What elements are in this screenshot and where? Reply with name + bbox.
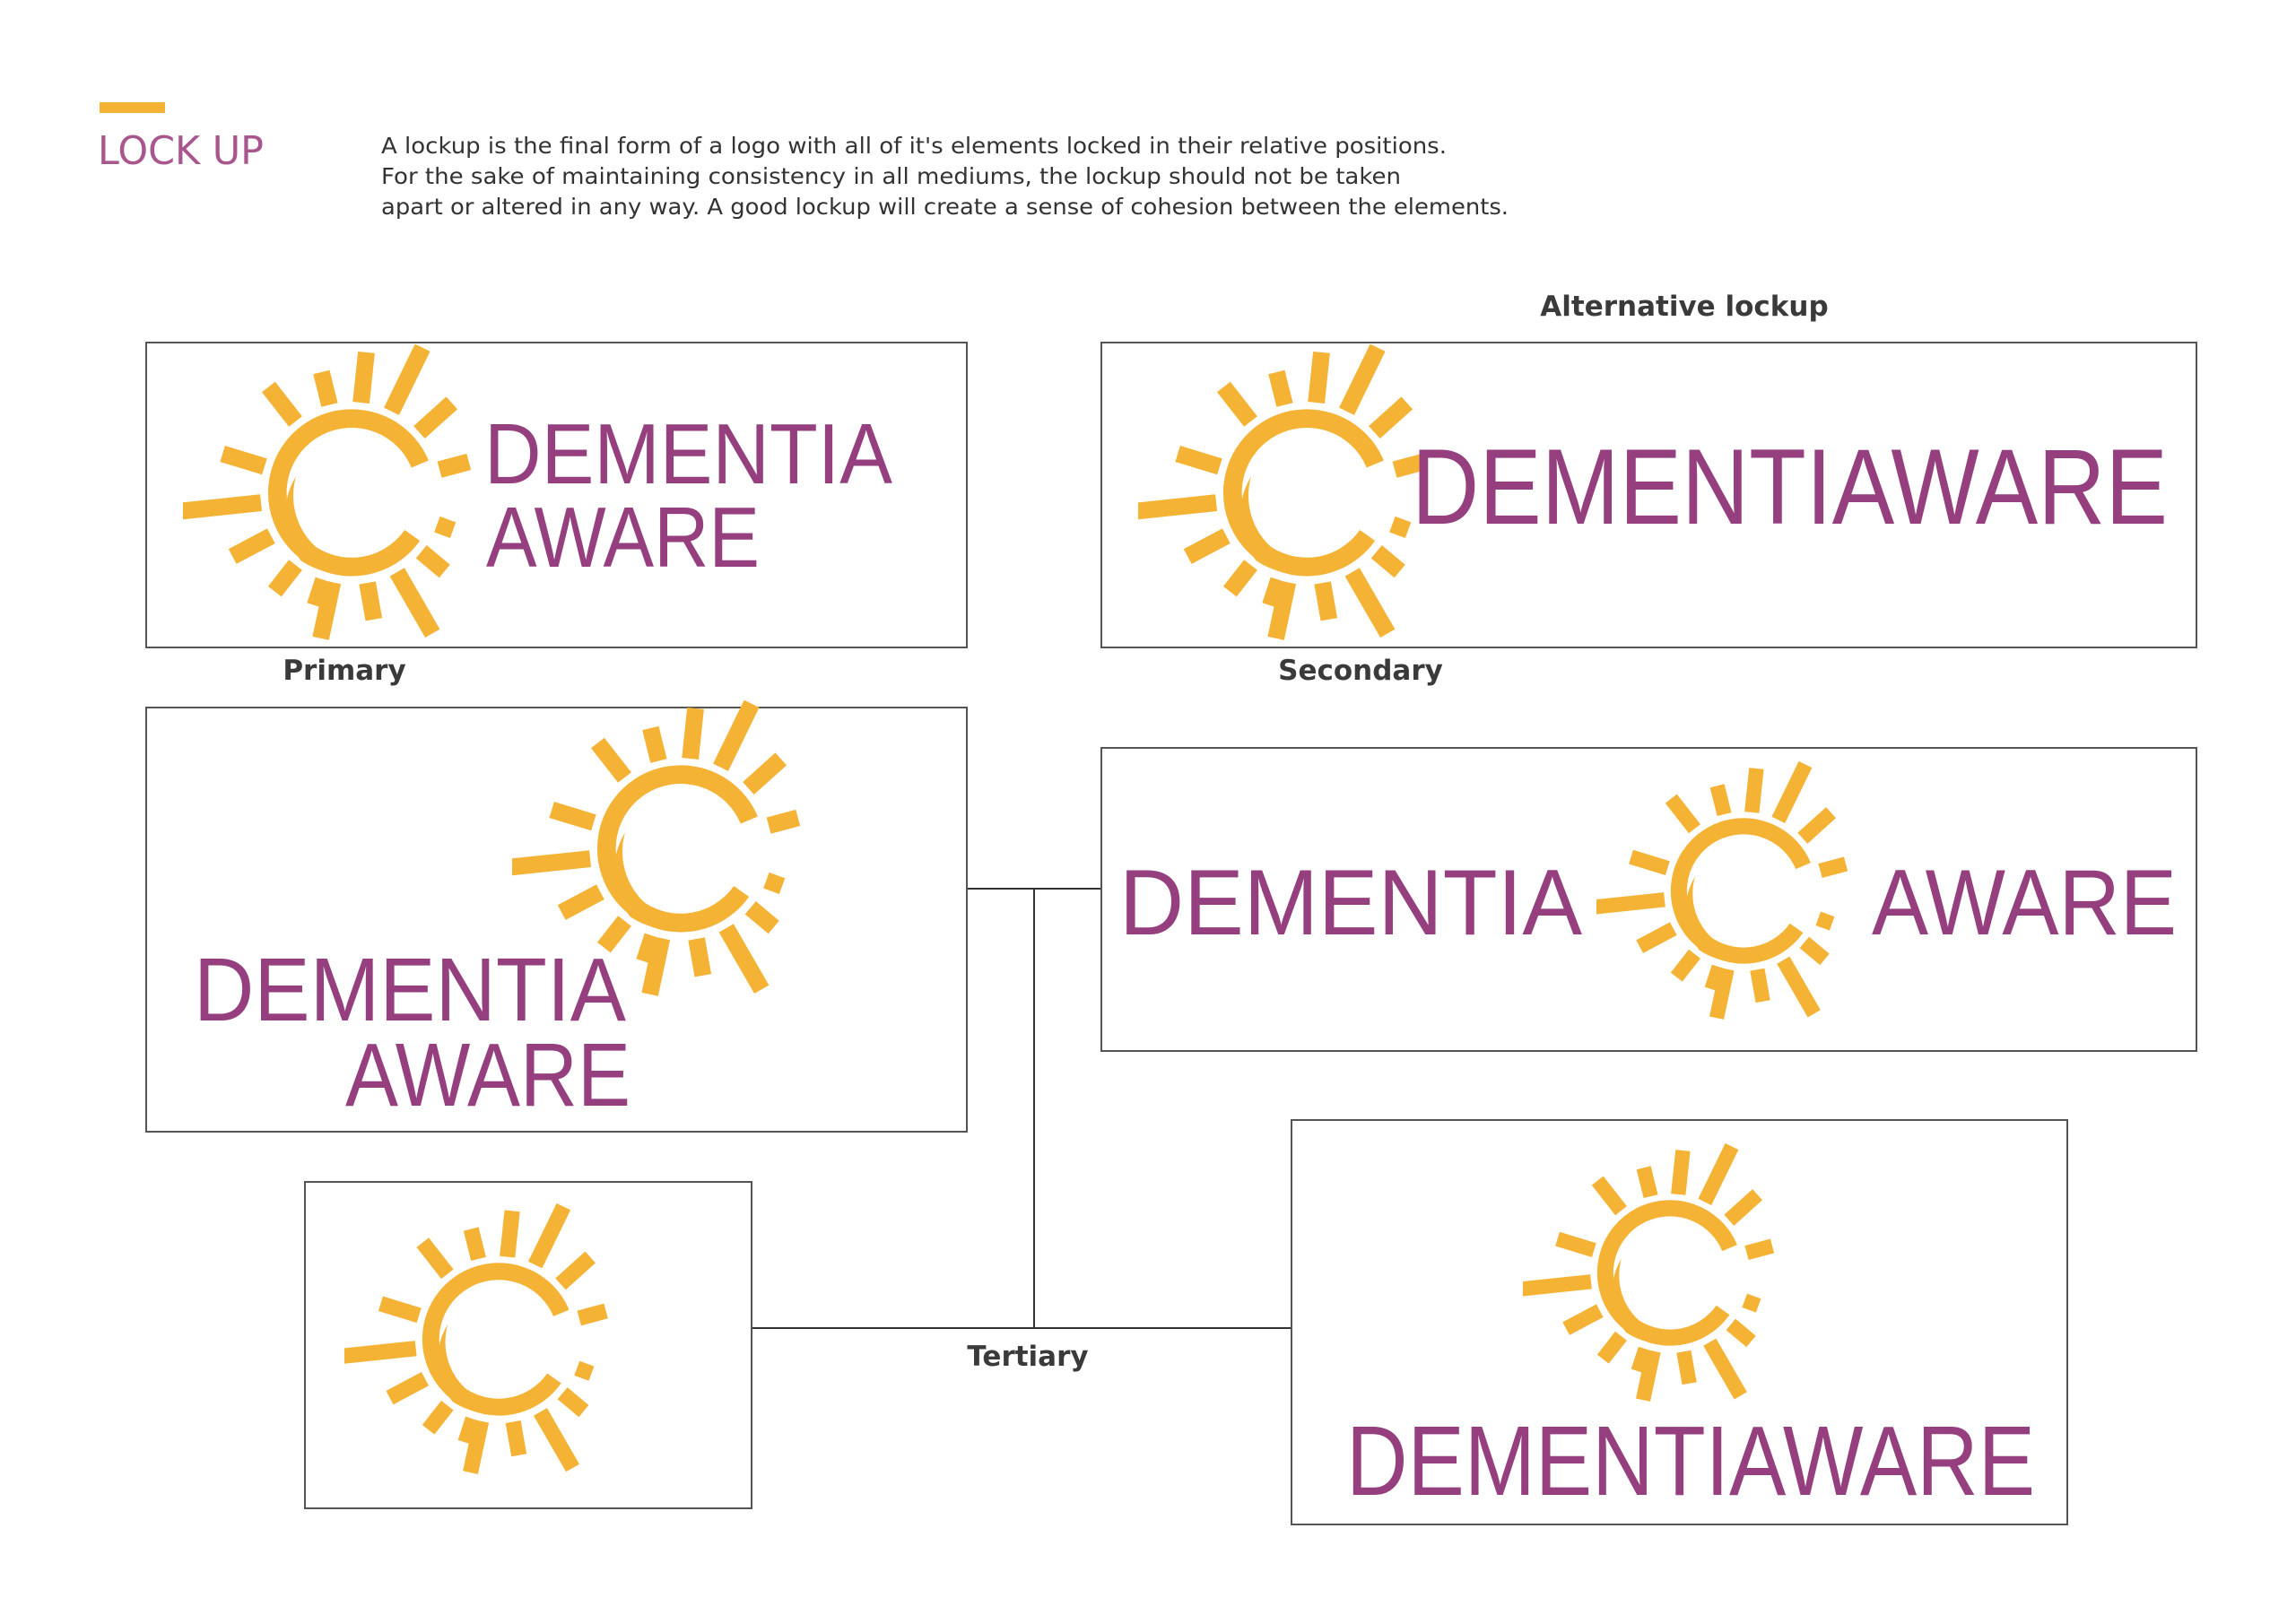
logo-wordmark: DEMENTIAWARE [1412,427,2168,547]
description-line-1: A lockup is the final form of a logo wit… [381,133,1447,159]
alternative-lockup-label: Alternative lockup [1540,291,1828,323]
logo-word-aware: AWARE [345,1025,631,1125]
secondary-label: Secondary [1278,655,1443,687]
connector-lines [752,888,1292,1329]
tertiary-label: Tertiary [967,1341,1088,1373]
logo-word-aware: AWARE [486,490,760,586]
logo-word-dementia: DEMENTIA [194,940,626,1040]
description-line-3: apart or altered in any way. A good lock… [381,194,1509,220]
tertiary-stacked-lockup: DEMENTIAWARE [1291,1119,2068,1525]
page-title: LOCK UP [98,128,264,174]
tertiary-icon-lockup [304,1181,752,1509]
logo-word-dementia: DEMENTIA [484,406,892,502]
secondary-stacked-lockup: DEMENTIA AWARE [145,700,968,1133]
logo-word-dementia: DEMENTIA [1119,851,1583,955]
primary-label: Primary [283,655,405,687]
logo-word-aware: AWARE [1872,851,2177,955]
primary-lockup: DEMENTIA AWARE [145,343,968,647]
secondary-horizontal-lockup: DEMENTIA AWARE [1100,747,2197,1052]
alternative-lockup: DEMENTIAWARE [1100,343,2197,647]
description-line-2: For the sake of maintaining consistency … [381,163,1401,189]
accent-bar [100,102,165,113]
logo-wordmark: DEMENTIAWARE [1346,1406,2035,1516]
